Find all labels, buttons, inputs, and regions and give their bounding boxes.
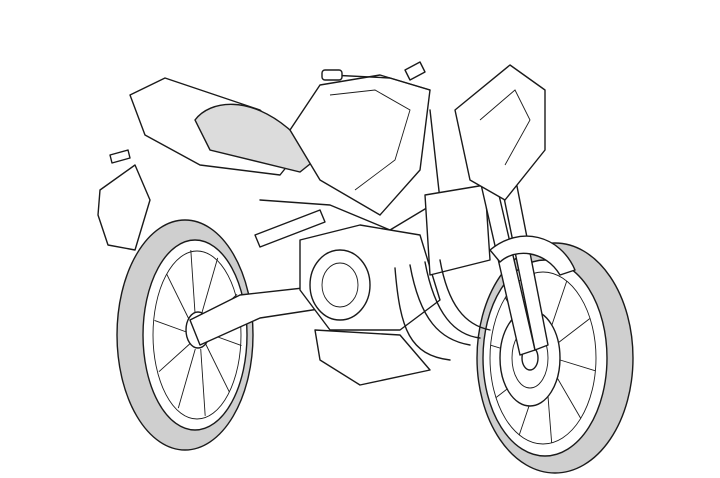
headlight-cowl <box>454 64 546 201</box>
spoke <box>166 273 192 324</box>
rear-shock <box>254 209 326 248</box>
spoke <box>154 320 190 334</box>
handlebar-grip <box>321 69 343 81</box>
spoke <box>200 348 206 416</box>
tank-detail <box>329 89 411 191</box>
rear-fender <box>97 164 151 251</box>
belly-pan <box>314 329 431 386</box>
spoke <box>177 348 196 409</box>
front-fender <box>489 235 576 276</box>
spoke <box>204 342 230 393</box>
handlebar <box>329 74 431 91</box>
rear-turn-signal <box>109 149 131 164</box>
front-rim-inner <box>489 271 597 445</box>
mirror <box>404 61 426 81</box>
exhaust-pipes <box>394 259 491 361</box>
rear-rim-inner <box>152 250 242 420</box>
spoke <box>190 250 196 318</box>
spoke <box>158 342 192 372</box>
headlight-detail <box>479 89 531 166</box>
spoke <box>200 257 219 318</box>
engine-cover-inner <box>321 262 359 308</box>
fuel-tank <box>289 74 431 216</box>
rear-wheel <box>116 219 254 451</box>
engine-cover <box>309 249 371 321</box>
radiator <box>424 184 491 276</box>
front-wheel <box>476 242 634 474</box>
